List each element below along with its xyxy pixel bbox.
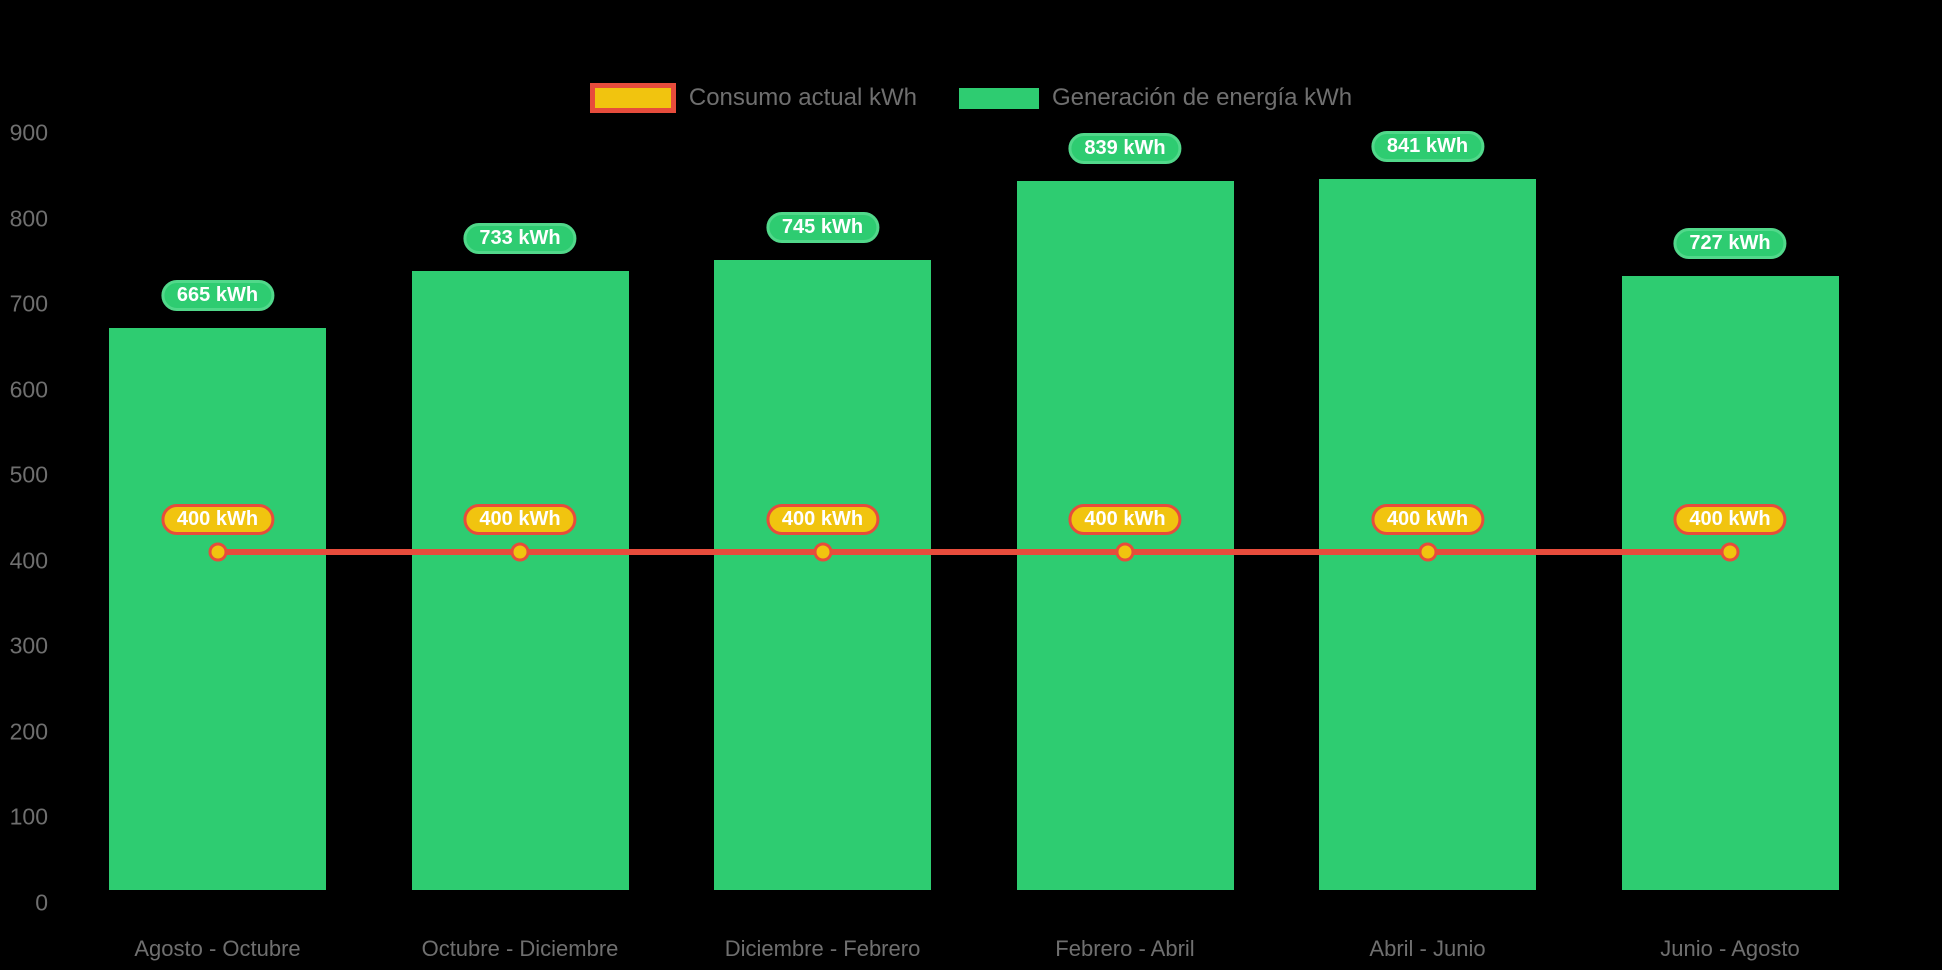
x-axis-category-label: Febrero - Abril bbox=[1055, 936, 1195, 961]
y-axis-tick-label: 100 bbox=[9, 803, 48, 830]
bar[interactable] bbox=[109, 328, 326, 890]
x-axis-category-label: Diciembre - Febrero bbox=[724, 936, 921, 961]
line-point-marker[interactable] bbox=[510, 542, 530, 562]
legend-swatch-generacion-icon bbox=[958, 87, 1039, 109]
y-axis-tick-label: 900 bbox=[9, 119, 48, 146]
y-axis-tick-label: 300 bbox=[9, 632, 48, 659]
bar[interactable] bbox=[1016, 181, 1234, 890]
bar-value-label: 733 kWh bbox=[463, 223, 577, 254]
x-axis-category-label: Octubre - Diciembre bbox=[421, 936, 619, 961]
legend-item-consumo[interactable]: Consumo actual kWh bbox=[589, 83, 917, 113]
line-point-marker[interactable] bbox=[813, 542, 832, 562]
y-axis-tick-label: 800 bbox=[9, 205, 48, 232]
legend-swatch-consumo-icon bbox=[589, 83, 676, 113]
line-value-label: 400 kWh bbox=[160, 504, 275, 535]
bar-value-label: 745 kWh bbox=[765, 212, 880, 243]
line-value-label: 400 kWh bbox=[765, 504, 880, 535]
legend-item-generacion[interactable]: Generación de energía kWh bbox=[958, 84, 1353, 112]
y-axis-tick-label: 200 bbox=[9, 718, 48, 745]
legend: Consumo actual kWh Generación de energía… bbox=[0, 76, 1942, 120]
bar-value-label: 665 kWh bbox=[160, 280, 275, 311]
legend-label-generacion: Generación de energía kWh bbox=[1051, 84, 1353, 111]
bar-value-label: 839 kWh bbox=[1068, 133, 1182, 164]
line-point-marker[interactable] bbox=[1720, 542, 1740, 562]
bar[interactable] bbox=[714, 260, 931, 890]
x-axis-category-label: Agosto - Octubre bbox=[134, 936, 301, 961]
y-axis-tick-label: 400 bbox=[9, 547, 48, 574]
line-value-label: 400 kWh bbox=[463, 504, 577, 535]
line-point-marker[interactable] bbox=[1418, 542, 1437, 562]
x-axis-category-label: Junio - Agosto bbox=[1660, 936, 1800, 961]
bar[interactable] bbox=[411, 271, 629, 890]
consumption-line bbox=[217, 549, 1730, 555]
y-axis-tick-label: 700 bbox=[9, 290, 48, 317]
x-axis-category-label: Abril - Junio bbox=[1369, 936, 1486, 961]
line-value-label: 400 kWh bbox=[1370, 504, 1485, 535]
line-point-marker[interactable] bbox=[208, 542, 227, 562]
legend-label-consumo: Consumo actual kWh bbox=[688, 84, 917, 111]
y-axis-tick-label: 0 bbox=[35, 889, 48, 916]
line-point-marker[interactable] bbox=[1115, 542, 1135, 562]
y-axis-tick-label: 500 bbox=[9, 461, 48, 488]
y-axis-tick-label: 600 bbox=[9, 376, 48, 403]
line-value-label: 400 kWh bbox=[1673, 504, 1787, 535]
bar-value-label: 841 kWh bbox=[1370, 131, 1485, 162]
bar[interactable] bbox=[1621, 276, 1839, 890]
line-value-label: 400 kWh bbox=[1068, 504, 1182, 535]
bar-value-label: 727 kWh bbox=[1673, 228, 1787, 259]
